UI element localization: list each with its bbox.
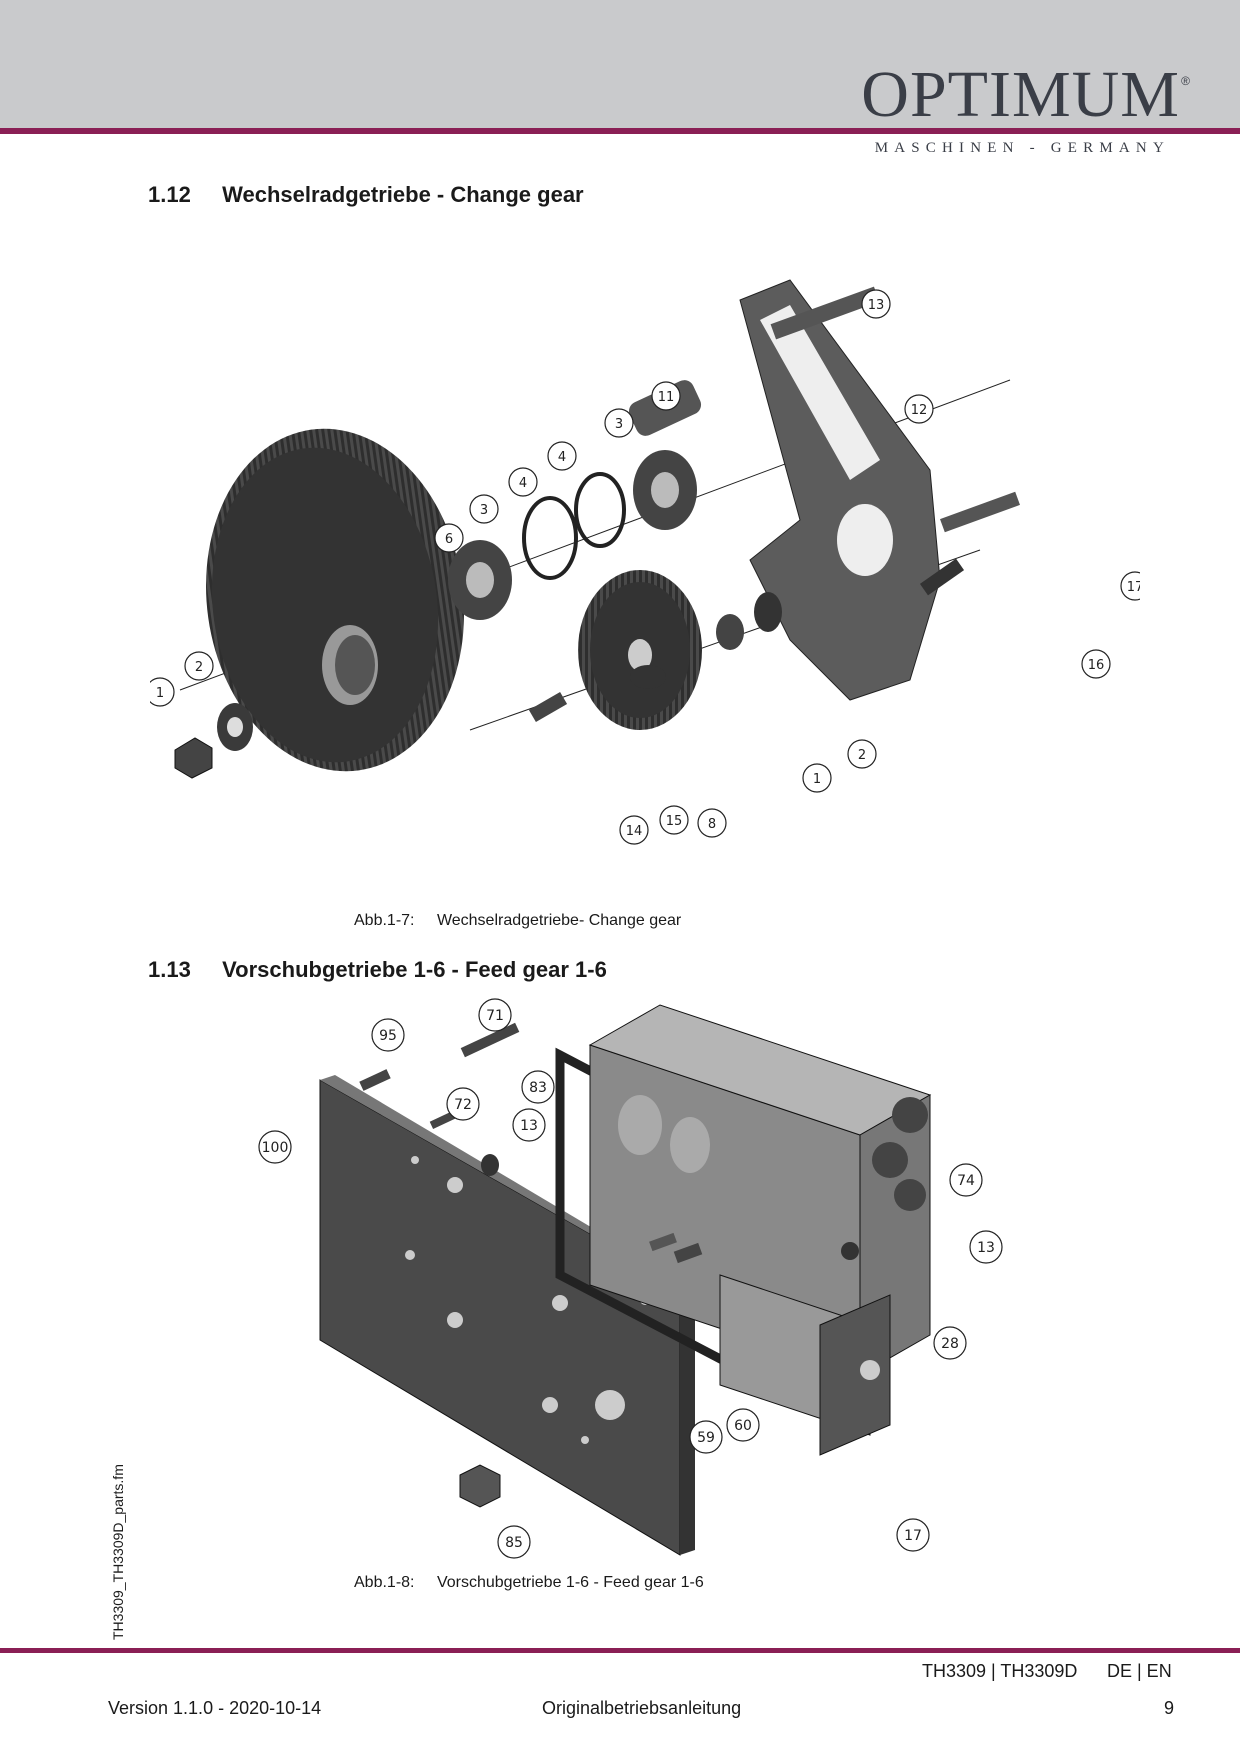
- footer-version: Version 1.1.0 - 2020-10-14: [108, 1698, 322, 1718]
- callout-1: 1: [156, 686, 164, 701]
- section-heading: Wechselradgetriebe - Change gear: [222, 182, 584, 207]
- figure-caption-1-8: Abb.1-8: Vorschubgetriebe 1-6 - Feed gea…: [354, 1574, 704, 1592]
- figure-caption-1-7: Abb.1-7: Wechselradgetriebe- Change gear: [354, 912, 681, 930]
- callout-13: 13: [977, 1240, 995, 1256]
- section-number: 1.12: [148, 182, 191, 207]
- caption-text: Vorschubgetriebe 1-6 - Feed gear 1-6: [436, 1574, 704, 1591]
- callout-95: 95: [379, 1028, 397, 1044]
- callout-4: 4: [558, 450, 566, 465]
- footer-doc-type: Originalbetriebsanleitung: [542, 1698, 742, 1718]
- callout-3: 3: [615, 417, 623, 432]
- registered-mark: ®: [1181, 74, 1190, 88]
- section-title-change-gear: 1.12 Wechselradgetriebe - Change gear: [148, 182, 584, 208]
- footer-rule: [0, 1648, 1240, 1653]
- caption-label: Abb.1-8:: [354, 1574, 415, 1591]
- callout-16: 16: [1088, 658, 1105, 673]
- callout-8: 8: [708, 817, 716, 832]
- hex-nut: [174, 737, 213, 779]
- callout-11: 11: [658, 390, 675, 405]
- callout-17: 17: [904, 1528, 922, 1544]
- section-heading: Vorschubgetriebe 1-6 - Feed gear 1-6: [222, 957, 607, 982]
- callout-71: 71: [486, 1008, 504, 1024]
- callout-59: 59: [697, 1430, 715, 1446]
- footer-languages: DE | EN: [1107, 1661, 1172, 1681]
- brand-logo: OPTIMUM: [861, 58, 1180, 131]
- caption-label: Abb.1-7:: [354, 912, 415, 929]
- callout-13: 13: [520, 1118, 538, 1134]
- section-number: 1.13: [148, 957, 191, 982]
- section-title-feed-gear: 1.13 Vorschubgetriebe 1-6 - Feed gear 1-…: [148, 957, 607, 983]
- callout-85: 85: [505, 1535, 523, 1551]
- header-rule: [0, 128, 1240, 134]
- callout-72: 72: [454, 1097, 472, 1113]
- callout-6: 6: [445, 532, 453, 547]
- callout-100: 100: [262, 1140, 289, 1156]
- callout-12: 12: [911, 403, 928, 418]
- callout-4: 4: [519, 476, 527, 491]
- caption-text: Wechselradgetriebe- Change gear: [436, 912, 682, 929]
- callout-15: 15: [666, 814, 683, 829]
- header-logo-backdrop: [800, 134, 1240, 162]
- callout-1: 1: [813, 772, 821, 787]
- change-gear-exploded-drawing: 13 12 11 3 4 4 3 6 17 16 2 1 2 1 15 14 8: [150, 279, 1140, 845]
- callout-74: 74: [957, 1173, 975, 1189]
- feed-gear-exploded-drawing: 71 95 83 72 13 100 74 13 28 60 59 17 85: [258, 998, 1003, 1559]
- callout-3: 3: [480, 503, 488, 518]
- callout-60: 60: [734, 1418, 752, 1434]
- footer-models: TH3309 | TH3309D: [922, 1661, 1078, 1681]
- header-band: [0, 0, 1240, 130]
- brand-subtitle: MASCHINEN - GERMANY: [874, 140, 1170, 156]
- footer-page-number: 9: [1164, 1698, 1175, 1718]
- callout-83: 83: [529, 1080, 547, 1096]
- callout-17: 17: [1127, 580, 1140, 595]
- callout-14: 14: [626, 824, 643, 839]
- callout-2: 2: [858, 748, 866, 763]
- callout-13: 13: [868, 298, 885, 313]
- file-name-side-note: TH3309_TH3309D_parts.fm: [110, 1464, 126, 1640]
- callout-2: 2: [195, 660, 203, 675]
- callout-28: 28: [941, 1336, 959, 1352]
